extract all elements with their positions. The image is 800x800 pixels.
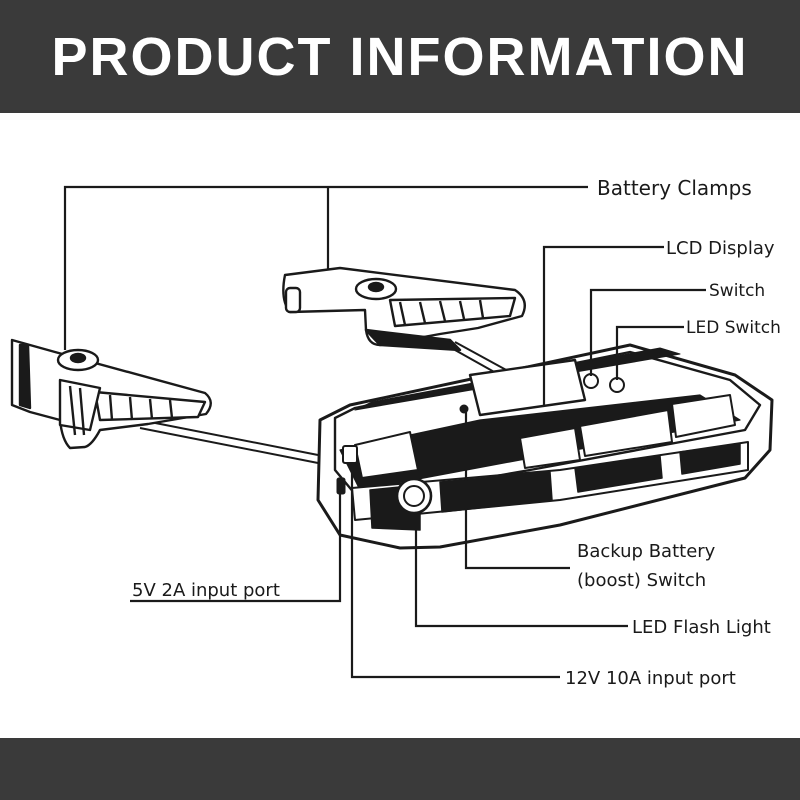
label-battery-clamps: Battery Clamps [597,176,752,200]
header-band: PRODUCT INFORMATION [0,0,800,113]
footer-band [0,738,800,800]
label-led-switch: LED Switch [686,318,781,338]
battery-clamps-leader [63,185,588,350]
clamp-cables [139,341,511,464]
label-12v-input-port: 12V 10A input port [565,668,736,689]
label-backup-battery-line1: Backup Battery [577,541,716,562]
label-backup-battery-line2: (boost) Switch [577,570,706,591]
lower-battery-clamp [10,338,212,450]
right-leaders [130,245,706,679]
label-lcd-display: LCD Display [666,238,775,259]
label-led-flash-light: LED Flash Light [632,617,771,638]
upper-battery-clamp [282,266,526,352]
jump-starter-device [316,343,774,550]
page-title: PRODUCT INFORMATION [51,26,749,87]
label-5v-input-port: 5V 2A input port [132,580,280,601]
label-switch: Switch [709,281,765,301]
